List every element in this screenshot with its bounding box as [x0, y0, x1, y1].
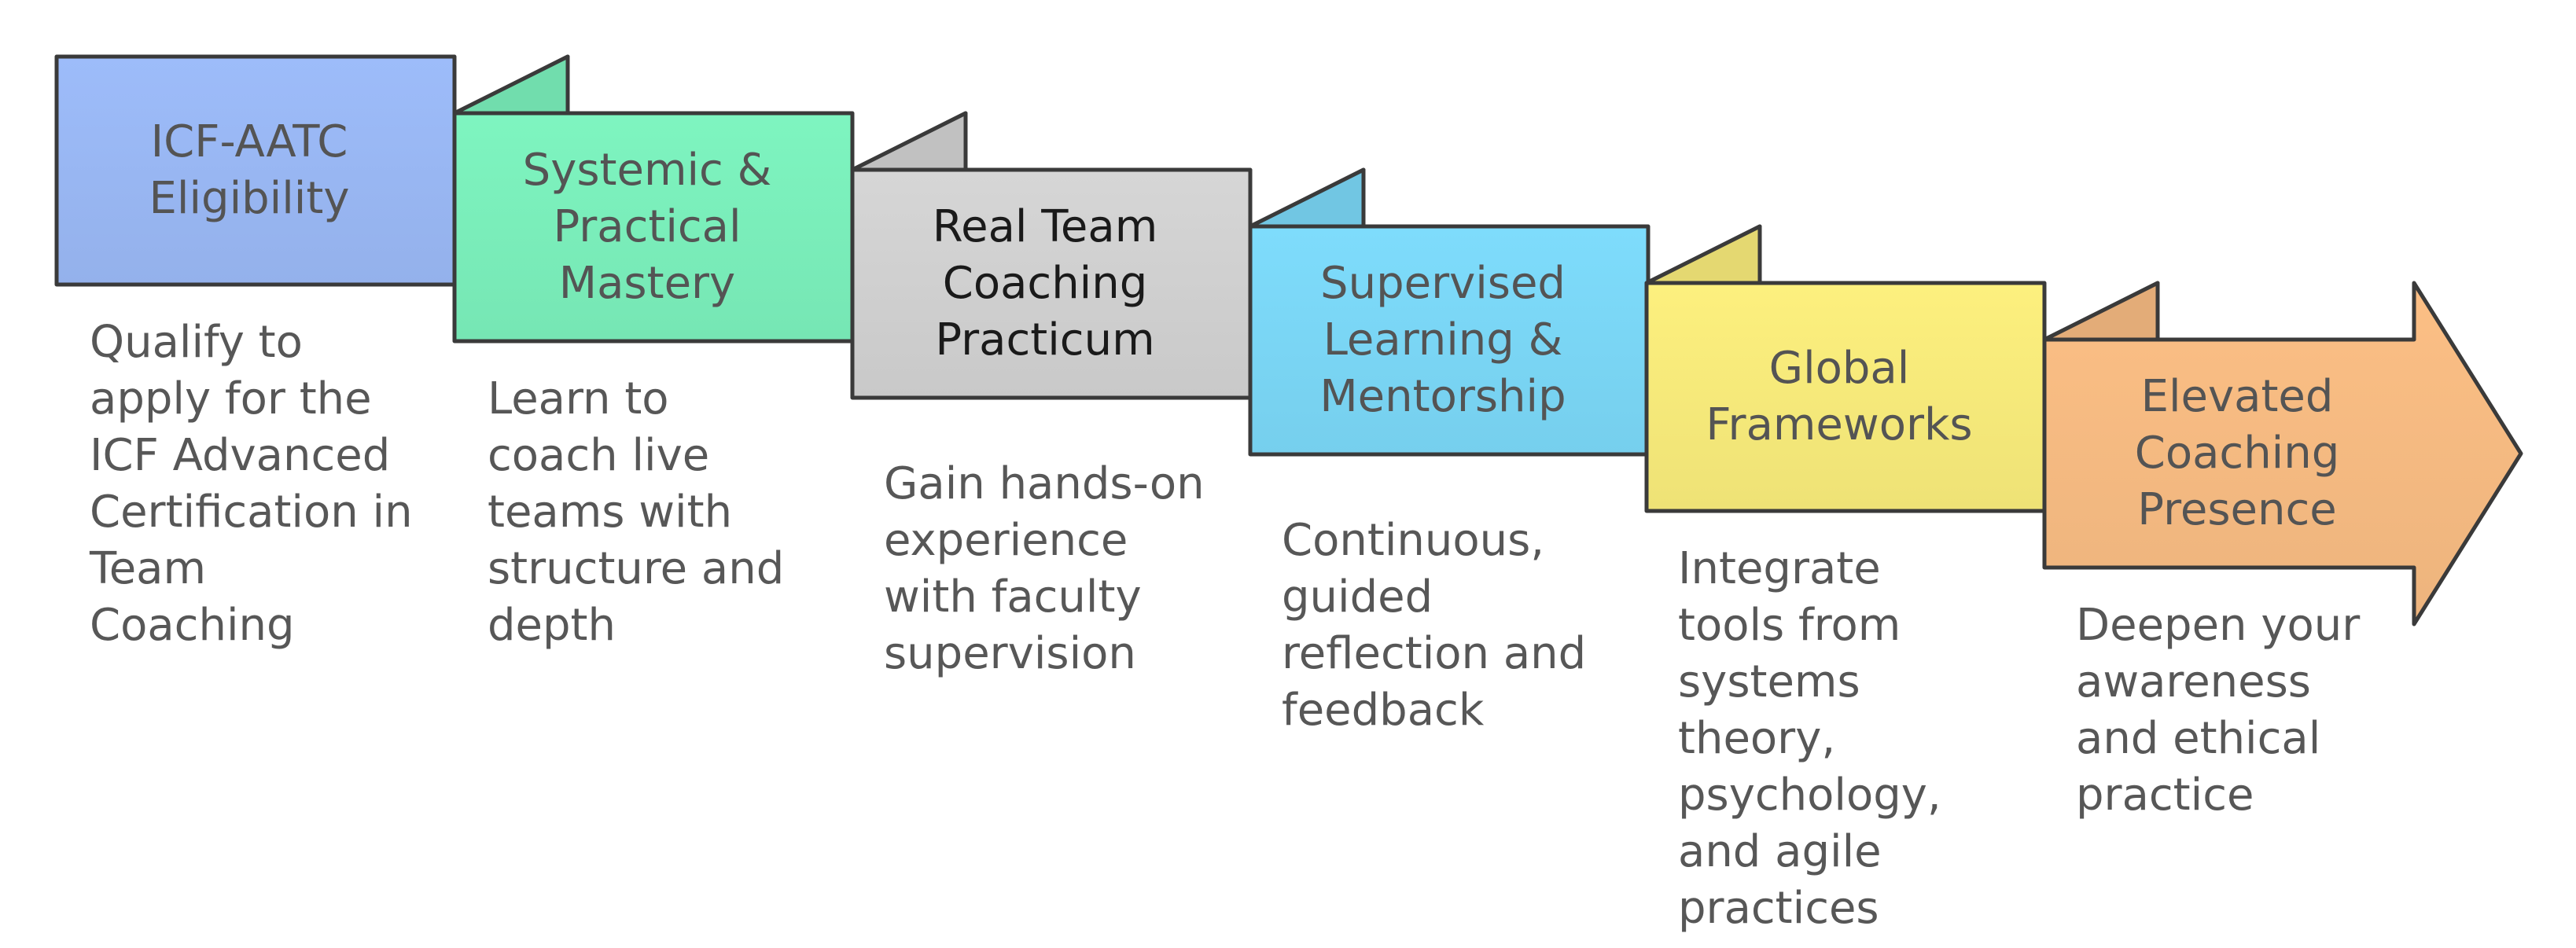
step-4-title: Supervised Learning & Mentorship: [1319, 258, 1566, 422]
step-3-fold-top: [850, 111, 968, 172]
step-6-title: Elevated Coaching Presence: [2134, 371, 2340, 535]
step-2-title: Systemic & Practical Mastery: [522, 145, 772, 309]
step-2-fold-top: [452, 54, 570, 116]
step-4-fold-top: [1248, 167, 1366, 229]
step-6-arrow: [2042, 281, 2523, 626]
step-4-description: Continuous, guided reflection and feedba…: [1282, 515, 1587, 736]
step-5-fold-top: [1644, 224, 1762, 285]
step-3-description: Gain hands-on experience with faculty su…: [884, 458, 1205, 679]
step-5-description: Integrate tools from systems theory, psy…: [1678, 543, 1941, 934]
step-2-description: Learn to coach live teams with structure…: [488, 373, 785, 651]
step-1-title: ICF-AATC Eligibility: [149, 116, 350, 224]
step-6-description: Deepen your awareness and ethical practi…: [2076, 600, 2361, 821]
step-1-description: Qualify to apply for the ICF Advanced Ce…: [90, 317, 413, 651]
step-5-title: Global Frameworks: [1706, 343, 1973, 450]
step-6-fold-top: [2042, 281, 2160, 342]
step-3-title: Real Team Coaching Practicum: [932, 201, 1158, 366]
